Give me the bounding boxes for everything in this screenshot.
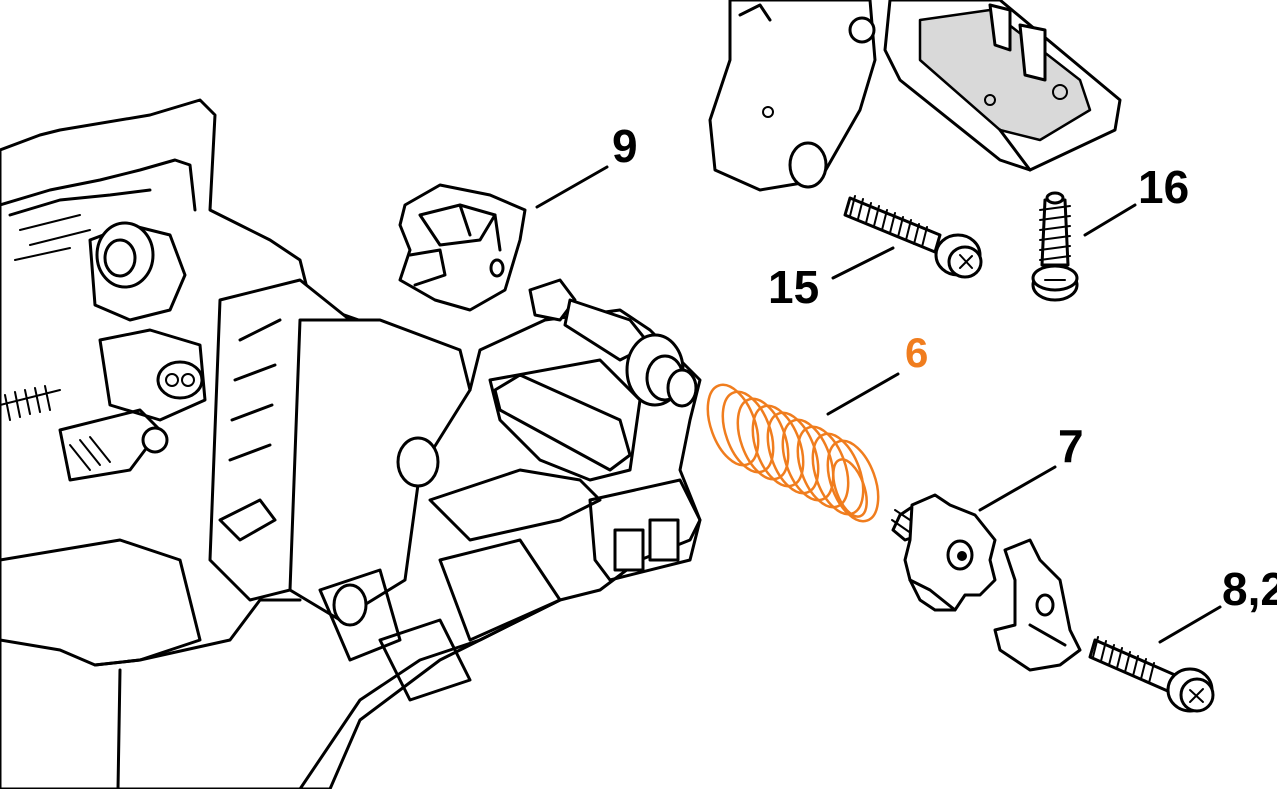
callout-15: 15 [768, 261, 819, 313]
part-7-knob [891, 493, 997, 612]
part-8-screw [1088, 636, 1215, 713]
leader-9 [535, 165, 609, 209]
spring-pin [528, 278, 698, 408]
callout-8: 8,2 [1222, 563, 1277, 615]
part-16-screw [1031, 191, 1079, 302]
part-9-mount [398, 183, 527, 312]
callout-9: 9 [612, 120, 638, 172]
part-15-screw [843, 195, 983, 279]
small-bracket [993, 538, 1082, 672]
part-6-spring [706, 383, 880, 523]
callout-7: 7 [1058, 420, 1084, 472]
leader-16 [1083, 203, 1137, 237]
leader-7 [978, 465, 1057, 512]
chainsaw-housing [0, 98, 702, 789]
leader-lines [535, 165, 1222, 644]
leader-15 [831, 246, 895, 280]
callout-labels: 9 16 15 6 7 8,2 [612, 120, 1277, 615]
top-bracket [708, 0, 877, 192]
callout-6: 6 [905, 329, 928, 376]
leader-6 [826, 372, 900, 416]
latch-assembly [883, 0, 1122, 172]
callout-16: 16 [1138, 161, 1189, 213]
leader-8 [1158, 605, 1222, 644]
